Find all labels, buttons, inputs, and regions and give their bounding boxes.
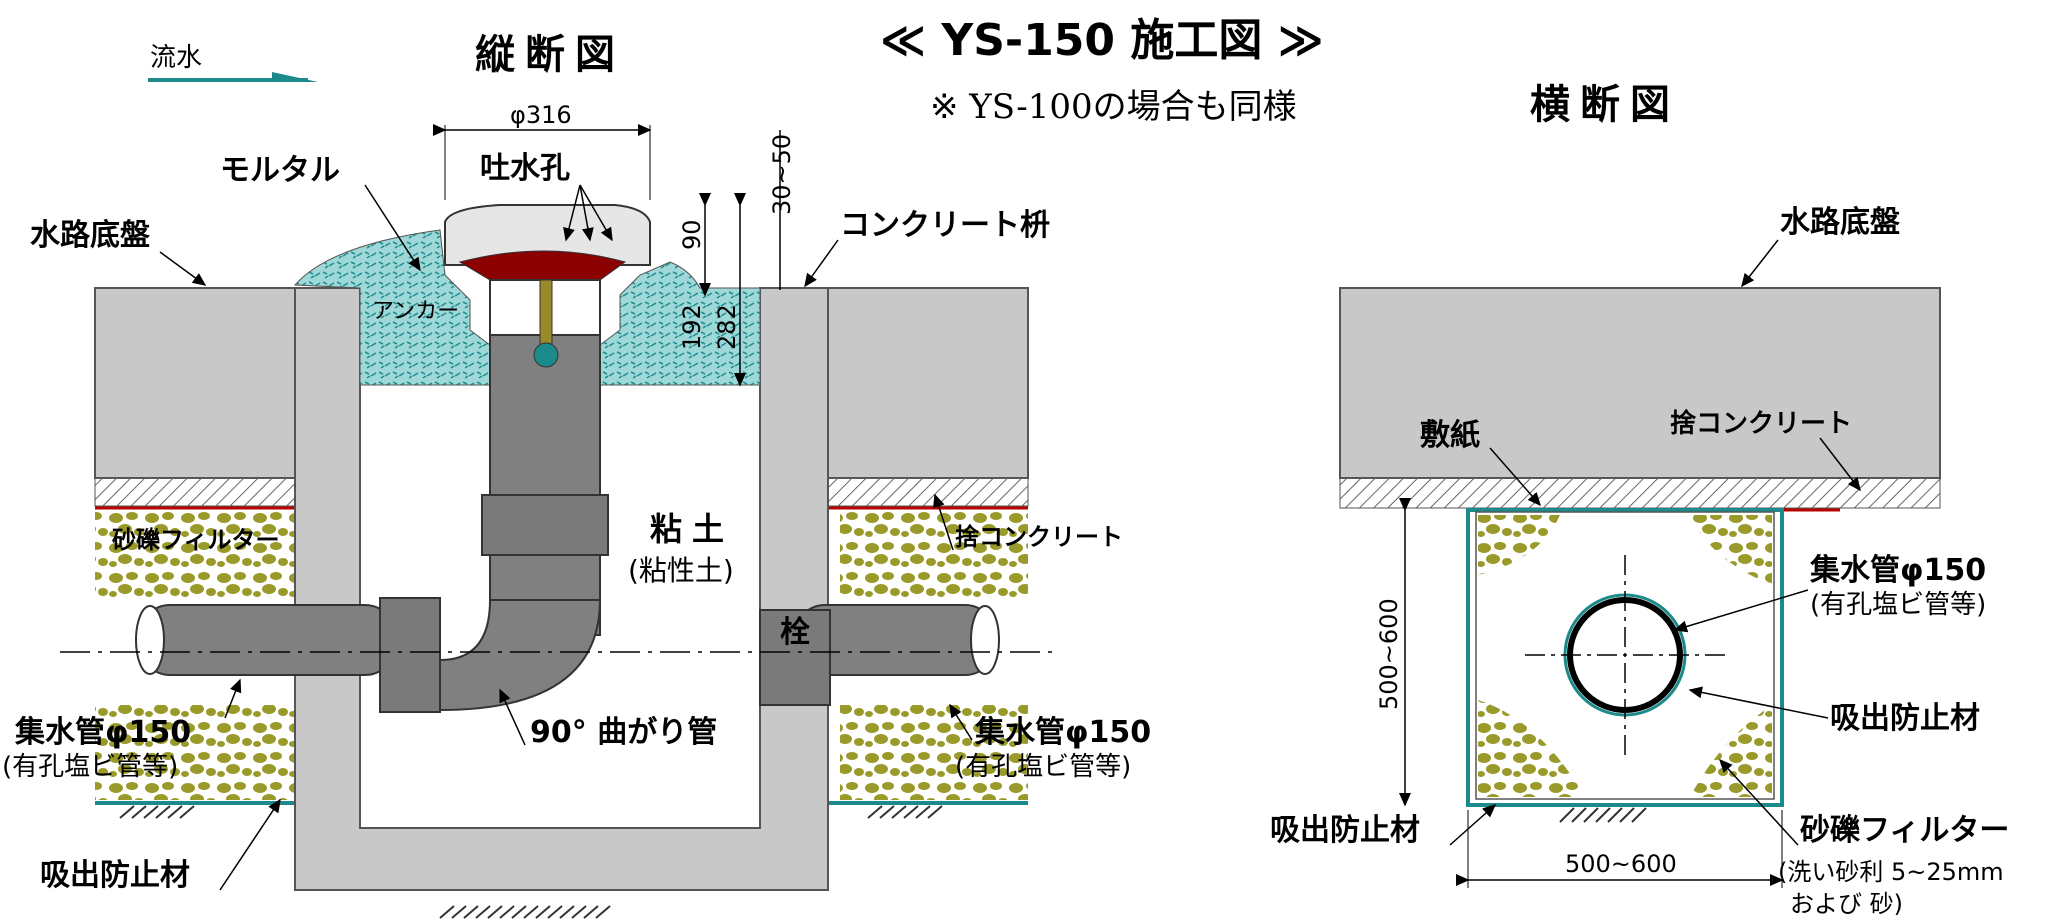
cross-label-collector: 集水管φ150 (1809, 553, 1986, 588)
label-collector-right-sub: (有孔塩ビ管等) (955, 752, 1131, 782)
label-elbow: 90° 曲がり管 (530, 715, 717, 750)
gravel-zone-left-bottom (95, 705, 295, 800)
label-collector-right: 集水管φ150 (974, 715, 1151, 750)
elbow-pipe (399, 599, 602, 711)
cross-label-collector-sub: (有孔塩ビ管等) (1810, 590, 1986, 620)
dim-282: 282 (713, 304, 741, 350)
label-collector-left: 集水管φ150 (14, 715, 191, 750)
dim-diameter: φ316 (510, 101, 572, 129)
channel-bed-slab-right (827, 287, 1029, 479)
dim-90: 90 (678, 219, 706, 250)
dim-30-50: 30~50 (768, 134, 796, 215)
page-title: ≪ YS-150 施工図 ≫ (880, 15, 1324, 66)
cross-label-gravel-filter: 砂礫フィルター (1800, 813, 2009, 848)
dim-192: 192 (678, 304, 706, 350)
label-anchor: アンカー (372, 299, 459, 324)
cross-label-gravel-note1: (洗い砂利 5~25mm (1778, 858, 2004, 886)
cross-dim-width: 500~600 (1565, 850, 1677, 878)
collector-pipe-left (139, 604, 396, 676)
label-suction-preventer-left: 吸出防止材 (40, 858, 190, 893)
cross-label-gravel-note2: および 砂) (1790, 890, 1903, 918)
label-concrete-pit: コンクリート枡 (840, 208, 1050, 243)
cross-label-suction-left: 吸出防止材 (1270, 813, 1420, 848)
cross-channel-bed (1339, 287, 1941, 479)
outlet-cap (444, 204, 651, 266)
gravel-zone-right-bottom (840, 705, 1028, 800)
label-collector-left-sub: (有孔塩ビ管等) (2, 752, 178, 782)
cross-section-heading: 横断図 (1530, 82, 1680, 128)
long-section-heading: 縦断図 (475, 32, 625, 78)
riser-pipe (489, 334, 601, 636)
label-channel-bed-left: 水路底盤 (30, 218, 150, 253)
label-blind-concrete-left: 捨コンクリート (955, 523, 1123, 551)
gravel-zone-left-top (95, 512, 295, 602)
label-gravel-filter-left: 砂礫フィルター (112, 526, 280, 554)
cross-label-channel-bed: 水路底盤 (1780, 205, 1900, 240)
plug (759, 609, 831, 706)
cross-label-blind-concrete: 捨コンクリート (1670, 408, 1852, 439)
cross-label-suction-right: 吸出防止材 (1830, 701, 1980, 736)
label-plug: 栓 (780, 615, 810, 650)
subtitle: ※ YS-100の場合も同様 (930, 87, 1297, 127)
label-outlet-holes: 吐水孔 (480, 151, 570, 186)
label-clay: 粘土 (650, 510, 734, 548)
gravel-zone-right-top (840, 512, 1028, 602)
cross-dim-height: 500~600 (1375, 598, 1403, 710)
label-clay-sub: (粘性土) (628, 554, 734, 587)
cross-label-paper: 敷紙 (1420, 418, 1480, 453)
flow-label: 流水 (150, 43, 202, 73)
channel-bed-slab-left (94, 287, 296, 479)
outlet-red-plate (458, 250, 627, 281)
label-mortar: モルタル (220, 153, 340, 188)
